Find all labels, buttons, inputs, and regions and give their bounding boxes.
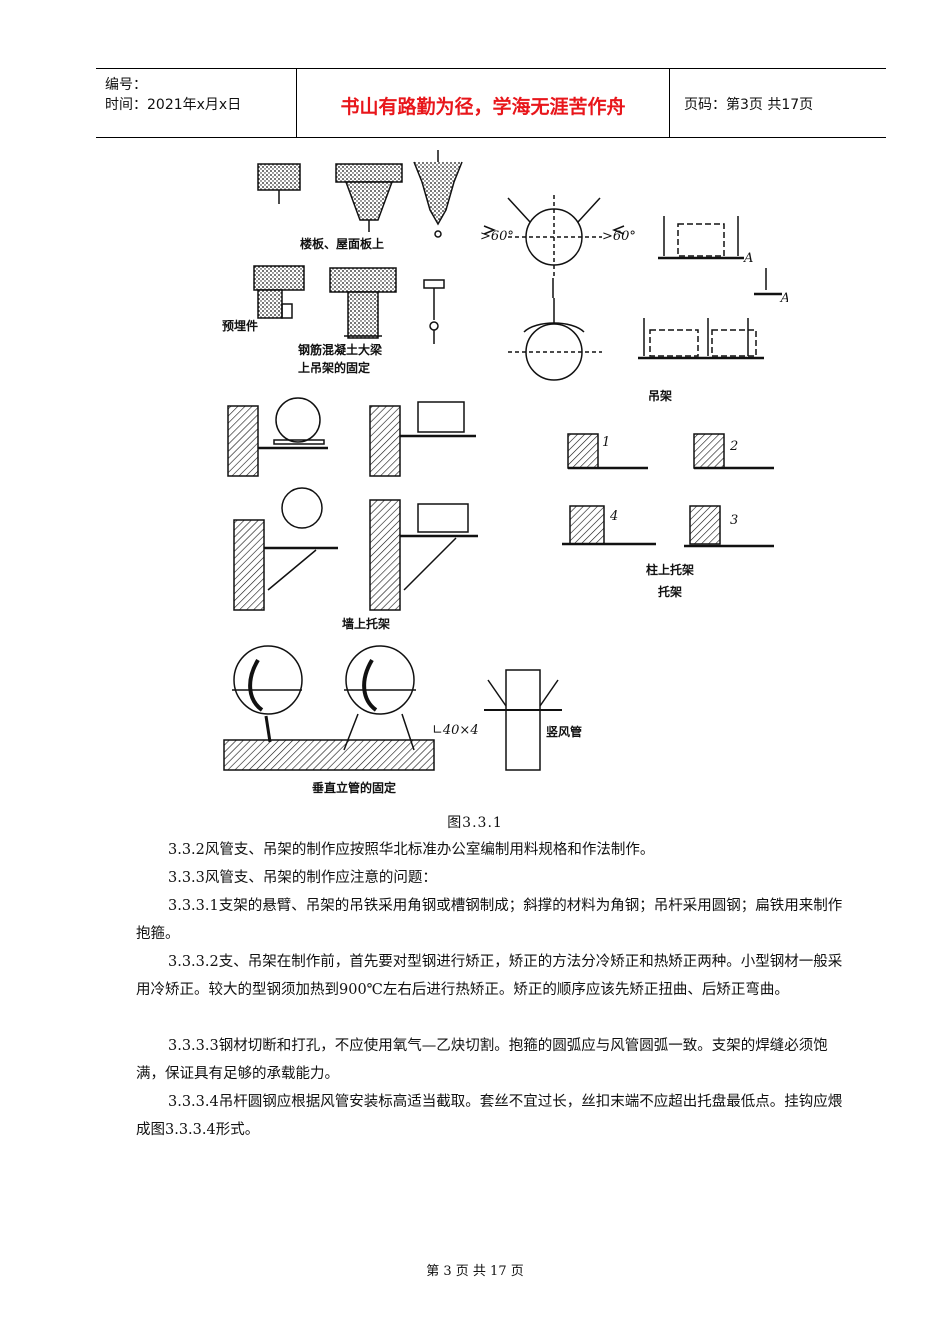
label-beam-1: 钢筋混凝土大梁 xyxy=(298,342,382,357)
column-bracket-drawing xyxy=(562,433,774,548)
paragraph-2: 3.3.3风管支、吊架的制作应注意的问题： xyxy=(136,864,856,892)
label-embedded-part: 预埋件 xyxy=(222,318,258,333)
beam-hanger-drawing xyxy=(253,265,445,344)
page-info: 页码：第3页 共17页 xyxy=(684,97,814,113)
figure-drawing: 楼板、屋面板上 预埋件 钢筋混凝土大梁 上吊架的固定 >60° >60° A A… xyxy=(222,150,788,795)
figure-caption: 图3.3.1 xyxy=(447,815,503,831)
support-hanger-figure: 楼板、屋面板上 预埋件 钢筋混凝土大梁 上吊架的固定 >60° >60° A A… xyxy=(218,150,788,800)
label-n3: 3 xyxy=(730,513,738,528)
floor-slab-hanger-drawing xyxy=(257,150,463,238)
paragraph-5-text: 3.3.3.3钢材切断和打孔，不应使用氧气—乙炔切割。抱箍的圆弧应与风管圆弧一致… xyxy=(136,1038,828,1082)
paragraph-5: 3.3.3.3钢材切断和打孔，不应使用氧气—乙炔切割。抱箍的圆弧应与风管圆弧一致… xyxy=(136,1032,856,1088)
paragraph-2-text: 3.3.3风管支、吊架的制作应注意的问题： xyxy=(168,870,437,886)
header-motto-cell: 书山有路勤为径，学海无涯苦作舟 xyxy=(297,69,670,137)
label-angle-right: >60° xyxy=(602,229,636,244)
figure-labels: 楼板、屋面板上 预埋件 钢筋混凝土大梁 上吊架的固定 >60° >60° A A… xyxy=(222,229,788,795)
label-floor-slab: 楼板、屋面板上 xyxy=(300,236,384,251)
label-hanger: 吊架 xyxy=(648,388,672,403)
label-n2: 2 xyxy=(729,439,738,454)
rectangular-hanger-drawing xyxy=(638,216,782,360)
label-beam-2: 上吊架的固定 xyxy=(298,360,370,375)
paragraph-4: 3.3.3.2支、吊架在制作前，首先要对型钢进行矫正，矫正的方法分冷矫正和热矫正… xyxy=(136,948,856,1004)
page-header: 编号： 时间：2021年x月x日 书山有路勤为径，学海无涯苦作舟 页码：第3页 … xyxy=(96,68,886,138)
circular-duct-hanger-drawing xyxy=(483,195,625,381)
label-n1: 1 xyxy=(602,435,610,450)
label-vertical-duct: 竖风管 xyxy=(546,724,582,739)
label-angle-steel: ∟40×4 xyxy=(432,723,479,738)
paragraph-3-text: 3.3.3.1支架的悬臂、吊架的吊铁采用角钢或槽钢制成；斜撑的材料为角钢；吊杆采… xyxy=(136,898,843,942)
header-meta-cell: 编号： 时间：2021年x月x日 xyxy=(96,69,297,137)
label-bracket: 托架 xyxy=(658,584,682,599)
label-a2: A xyxy=(780,291,788,306)
paragraph-6-text: 3.3.3.4吊杆圆钢应根据风管安装标高适当截取。套丝不宜过长，丝扣末端不应超出… xyxy=(136,1094,843,1138)
label-n4: 4 xyxy=(609,509,618,524)
label-wall-bracket: 墙上托架 xyxy=(342,616,390,631)
label-vertical-fix: 垂直立管的固定 xyxy=(312,780,396,795)
time-label: 时间：2021年x月x日 xyxy=(105,97,242,113)
label-a1: A xyxy=(743,251,753,266)
paragraph-1-text: 3.3.2风管支、吊架的制作应按照华北标准办公室编制用料规格和作法制作。 xyxy=(168,842,655,858)
header-page-cell: 页码：第3页 共17页 xyxy=(670,69,886,137)
paragraph-6: 3.3.3.4吊杆圆钢应根据风管安装标高适当截取。套丝不宜过长，丝扣末端不应超出… xyxy=(136,1088,856,1144)
number-label: 编号： xyxy=(105,77,147,93)
paragraph-3: 3.3.3.1支架的悬臂、吊架的吊铁采用角钢或槽钢制成；斜撑的材料为角钢；吊杆采… xyxy=(136,892,856,948)
label-column-bracket: 柱上托架 xyxy=(646,562,694,577)
page-footer: 第 3 页 共 17 页 xyxy=(426,1264,524,1279)
paragraph-4-text: 3.3.3.2支、吊架在制作前，首先要对型钢进行矫正，矫正的方法分冷矫正和热矫正… xyxy=(136,954,843,998)
vertical-pipe-fixing-drawing xyxy=(223,645,562,771)
paragraph-1: 3.3.2风管支、吊架的制作应按照华北标准办公室编制用料规格和作法制作。 xyxy=(136,836,856,864)
wall-bracket-drawing xyxy=(227,397,478,611)
label-angle-left: >60° xyxy=(480,229,514,244)
motto: 书山有路勤为径，学海无涯苦作舟 xyxy=(340,96,626,118)
